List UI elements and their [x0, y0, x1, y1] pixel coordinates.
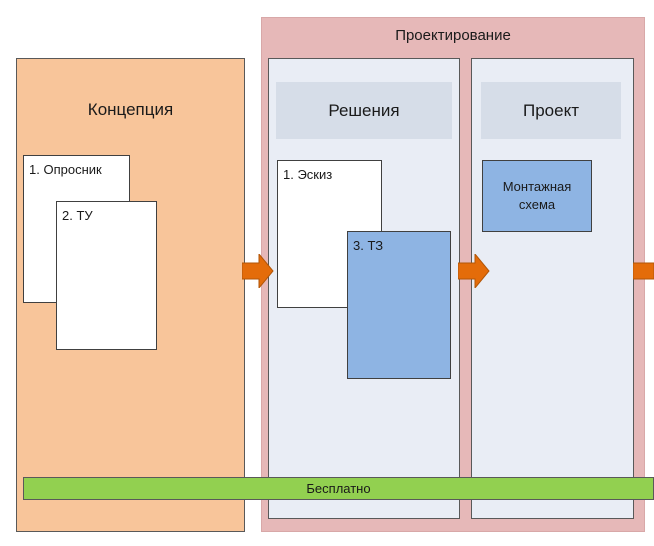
free-bar-label: Бесплатно	[306, 481, 371, 496]
arrow-right-icon	[242, 254, 274, 288]
tu-doc: 2. ТУ	[56, 201, 157, 350]
design-stage-title: Проектирование	[395, 27, 511, 44]
solutions-header: Решения	[276, 82, 452, 139]
solutions-header-label: Решения	[328, 100, 400, 120]
project-header: Проект	[481, 82, 621, 139]
project-header-label: Проект	[523, 100, 579, 120]
arrow-right-icon	[458, 254, 490, 288]
arrow-right-icon	[633, 254, 654, 288]
mounting-scheme-doc: Монтажная схема	[482, 160, 592, 232]
free-bar: Бесплатно	[23, 477, 654, 500]
concept-stage-title: Концепция	[87, 100, 174, 119]
tz-doc: 3. ТЗ	[347, 231, 451, 379]
